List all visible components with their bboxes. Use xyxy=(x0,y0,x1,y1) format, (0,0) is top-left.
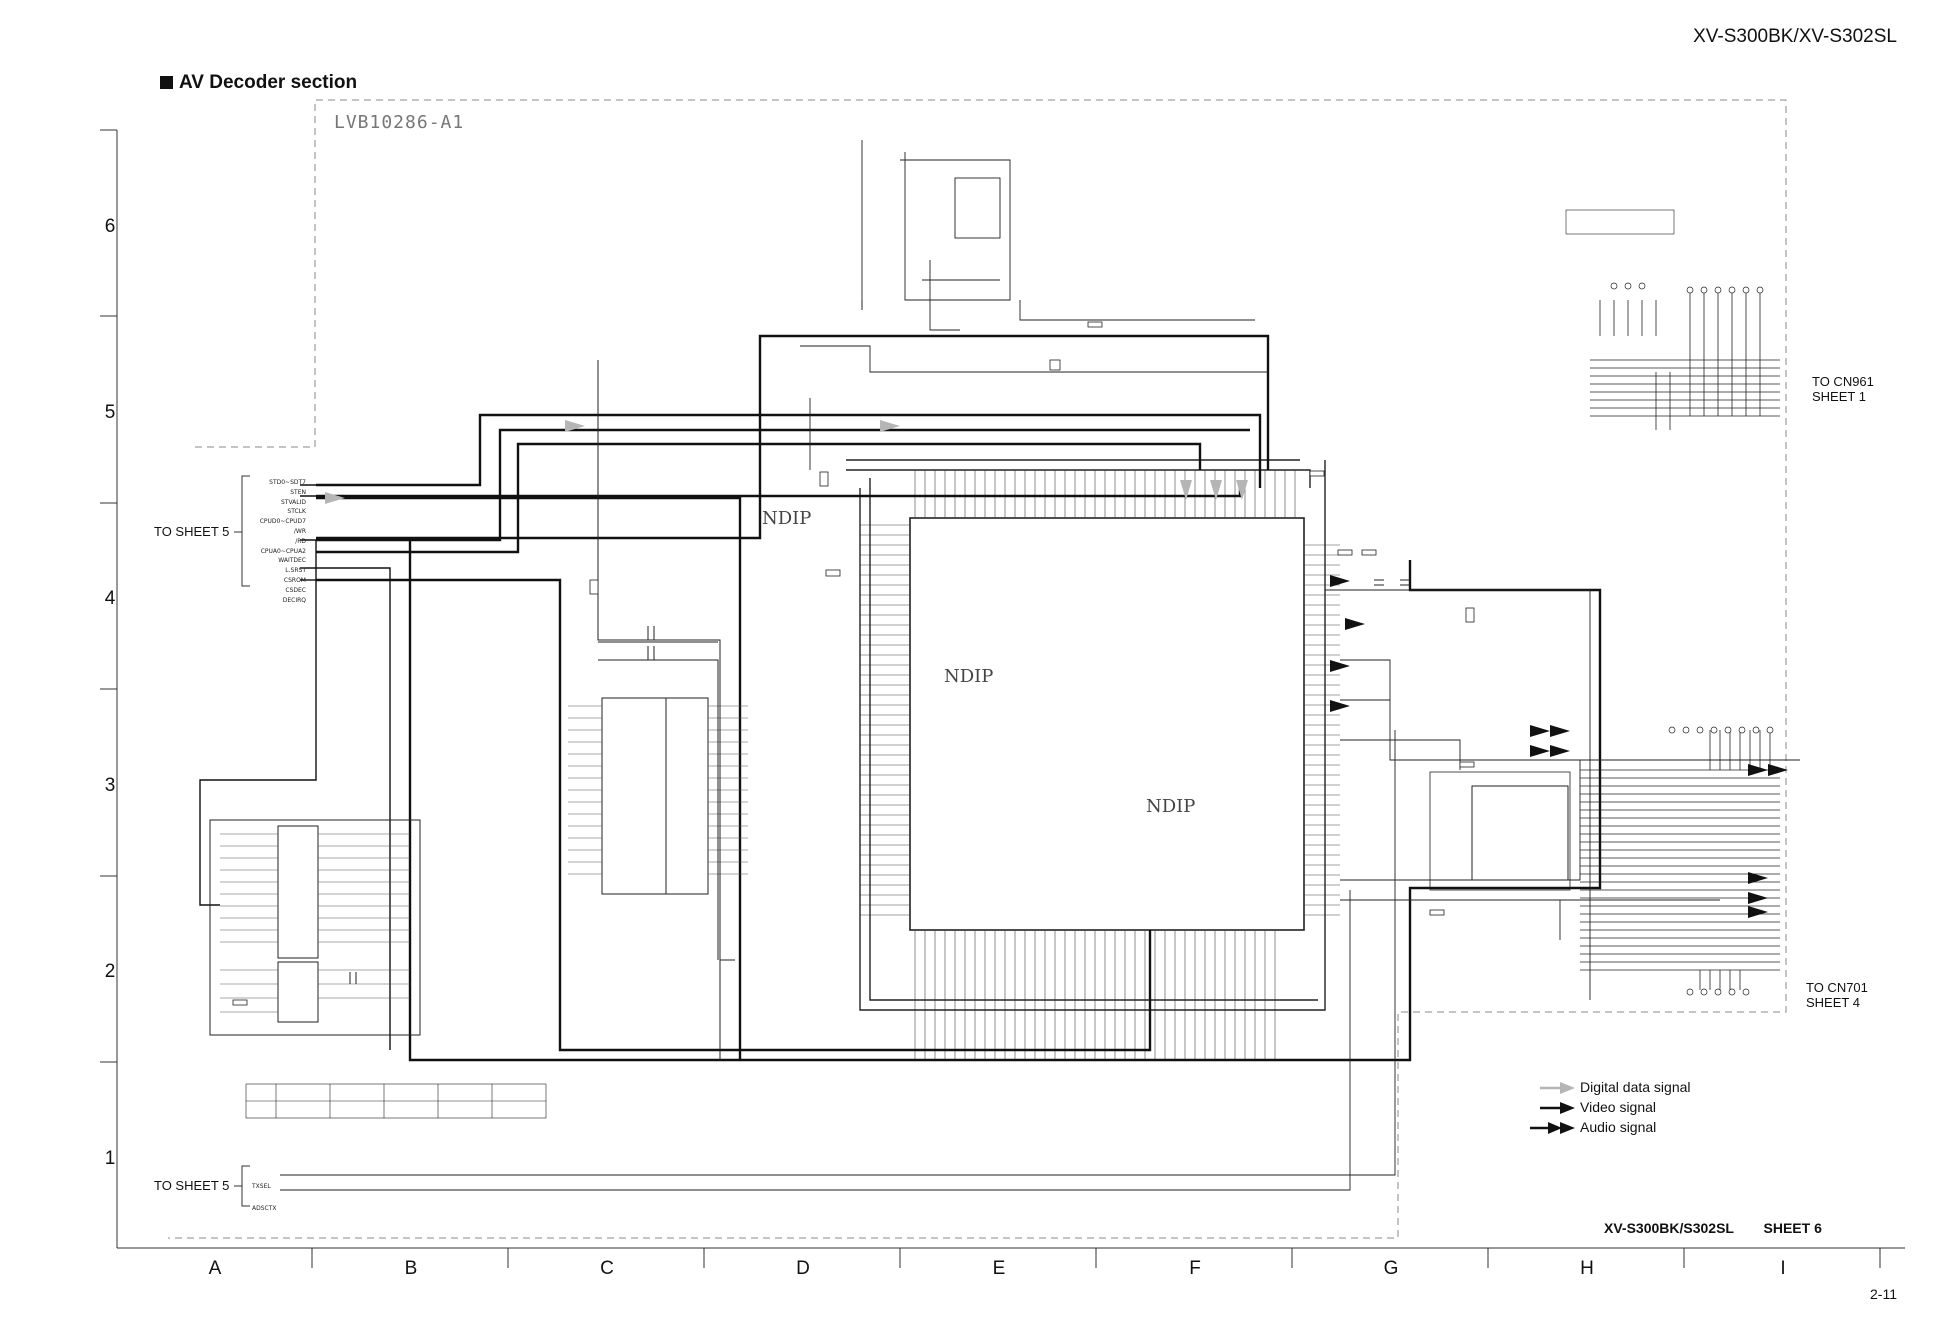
border-frame xyxy=(100,129,1905,1268)
footer-sheet: XV-S300BK/S302SL SHEET 6 xyxy=(1604,1220,1822,1236)
top-oscillator xyxy=(800,140,1268,470)
bus-signal: /WR xyxy=(293,527,306,535)
ndip-label: NDIP xyxy=(944,666,994,687)
decoder-right-pins xyxy=(1304,544,1340,916)
col-label-f: F xyxy=(1189,1258,1201,1279)
row-label-2: 2 xyxy=(104,961,116,982)
cn701-lines xyxy=(1580,730,1780,990)
digital-arrows xyxy=(325,420,1248,504)
col-label-i: I xyxy=(1780,1258,1786,1279)
cn701-sheet: SHEET 4 xyxy=(1806,995,1860,1010)
board-code: LVB10286-A1 xyxy=(334,112,465,133)
left-block-frame xyxy=(209,819,421,1036)
memory-ic-right xyxy=(665,697,709,895)
cn961-sheet: SHEET 1 xyxy=(1812,389,1866,404)
memory-ic-left xyxy=(601,697,667,895)
ic402-pins xyxy=(220,833,410,1013)
page-number: 2-11 xyxy=(1870,1286,1897,1302)
footer-sheet-label: XV-S300BK/S302SL xyxy=(1604,1220,1734,1236)
power-rails xyxy=(846,459,1326,1011)
capacitors xyxy=(349,579,1410,984)
section-bullet xyxy=(160,76,173,89)
ic402-body xyxy=(277,825,319,959)
bus-signal: CSDEC xyxy=(285,586,306,594)
col-label-h: H xyxy=(1580,1258,1594,1279)
col-label-d: D xyxy=(796,1258,810,1279)
legend-digital: Digital data signal xyxy=(1580,1079,1691,1095)
row-label-5: 5 xyxy=(104,402,116,423)
section-title-text: AV Decoder section xyxy=(179,72,358,93)
bus-signal: STEN xyxy=(290,488,306,496)
bottom-signal: TXSEL xyxy=(252,1183,271,1190)
bus-signal: /RD xyxy=(295,537,306,545)
col-label-e: E xyxy=(992,1258,1006,1279)
decoder-bottom-pins xyxy=(914,930,1276,1060)
legend-video: Video signal xyxy=(1580,1099,1657,1115)
bus-signal: CPUD0~CPUD7 xyxy=(259,518,306,526)
cn701-testpoints xyxy=(1668,726,1774,996)
col-label-b: B xyxy=(404,1258,418,1279)
section-title: AV Decoder section xyxy=(160,72,357,94)
to-sheet5-top: TO SHEET 5 xyxy=(154,524,230,539)
ic-right-frame xyxy=(1429,771,1571,891)
board-outline xyxy=(168,99,1787,1239)
signal-arrows xyxy=(1330,575,1788,918)
row-label-1: 1 xyxy=(104,1148,116,1169)
bus-signal: STD0~SDT7 xyxy=(269,479,306,486)
ic-right-body xyxy=(1471,785,1569,881)
bottom-signal: ADSCTX xyxy=(252,1205,277,1212)
bus-signal: CSROM xyxy=(283,576,306,584)
bottom-signal-list: TXSEL ADSCTX xyxy=(252,1176,277,1220)
bus-signal: DECIRQ xyxy=(282,596,306,604)
av-decoder-ic xyxy=(909,517,1305,931)
right-wiring xyxy=(280,589,1800,1191)
col-label-c: C xyxy=(600,1258,614,1279)
bus-signal: STCLK xyxy=(287,508,306,516)
row-label-3: 3 xyxy=(104,775,116,796)
ndip-label: NDIP xyxy=(762,508,812,529)
sheet-brackets xyxy=(234,475,250,1207)
memory-ic-wires xyxy=(597,360,735,1060)
bus-signal: STVALID xyxy=(280,498,306,506)
model-title: XV-S300BK/XV-S302SL xyxy=(1693,26,1897,47)
decoder-left-pins xyxy=(860,524,910,916)
row-label-6: 6 xyxy=(104,216,116,237)
ndip-label: NDIP xyxy=(1146,796,1196,817)
cn961-ref: TO CN961 xyxy=(1812,374,1874,389)
bus-signal: L.SRST xyxy=(285,567,306,575)
decoder-top-pins xyxy=(914,470,1296,518)
cn961-lines xyxy=(1590,290,1780,430)
left-harness xyxy=(199,484,420,1050)
to-sheet5-bottom: TO SHEET 5 xyxy=(154,1178,230,1193)
bus-signal-list: STD0~SDT7 STEN STVALID STCLK CPUD0~CPUD7… xyxy=(258,478,306,605)
cn961-testpoints xyxy=(1610,282,1764,294)
footer-sheet-number: SHEET 6 xyxy=(1763,1220,1822,1236)
version-table-top xyxy=(1565,209,1675,235)
memory-ic-pins xyxy=(568,705,748,875)
col-label-g: G xyxy=(1383,1258,1399,1279)
bus-signal: CPUA0~CPUA2 xyxy=(260,547,306,555)
ic402-lower-body xyxy=(277,961,319,1023)
bus-signal: WAITDEC xyxy=(278,557,306,565)
cn701-ref: TO CN701 xyxy=(1806,980,1868,995)
col-label-a: A xyxy=(208,1258,222,1279)
passive-components xyxy=(232,321,1475,1006)
version-table-bottom-grid xyxy=(246,1084,546,1118)
legend-audio: Audio signal xyxy=(1580,1119,1657,1135)
legend-arrows xyxy=(1530,1082,1575,1134)
row-label-4: 4 xyxy=(104,588,116,609)
